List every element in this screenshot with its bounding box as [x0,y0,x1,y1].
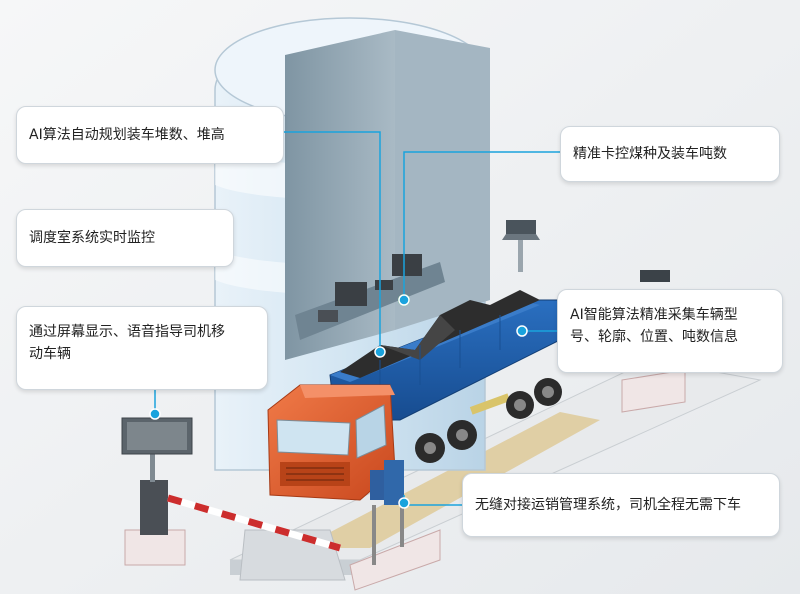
barrier-gate [124,480,341,566]
callout-ai-planning: AI算法自动规划装车堆数、堆高 [16,106,284,164]
callout-precise-control: 精准卡控煤种及装车吨数 [560,126,780,182]
callout-dispatch-monitor-text: 调度室系统实时监控 [29,230,155,246]
callout-seamless-integration-text: 无缝对接运销管理系统，司机全程无需下车 [475,497,741,513]
connector-dots [149,294,528,509]
connector-ai-planning [284,131,381,352]
display-screen [121,417,193,482]
callout-screen-voice-guide-text: 通过屏幕显示、语音指导司机移 动车辆 [29,324,225,362]
sensor-pole-right [502,220,670,282]
dot-screen-guide [149,408,161,420]
callout-precise-control-text: 精准卡控煤种及装车吨数 [573,146,727,162]
loading-tower [285,30,490,360]
callout-seamless-integration: 无缝对接运销管理系统，司机全程无需下车 [462,473,780,537]
dot-seamless [398,497,410,509]
callout-screen-voice-guide: 通过屏幕显示、语音指导司机移 动车辆 [16,306,268,390]
dot-ai-vehicle [516,325,528,337]
callout-ai-planning-text: AI算法自动规划装车堆数、堆高 [29,127,225,143]
callout-dispatch-monitor: 调度室系统实时监控 [16,209,234,267]
pedestal-right [621,369,686,413]
connector-precise-control [403,151,560,300]
truck-cab [267,384,400,501]
callout-ai-vehicle-capture: AI智能算法精准采集车辆型 号、轮廓、位置、吨数信息 [557,289,783,373]
dot-ai-planning [374,346,386,358]
callout-ai-vehicle-capture-text: AI智能算法精准采集车辆型 号、轮廓、位置、吨数信息 [570,307,738,345]
card-reader-kiosk [349,460,441,591]
dot-precise-control [398,294,410,306]
